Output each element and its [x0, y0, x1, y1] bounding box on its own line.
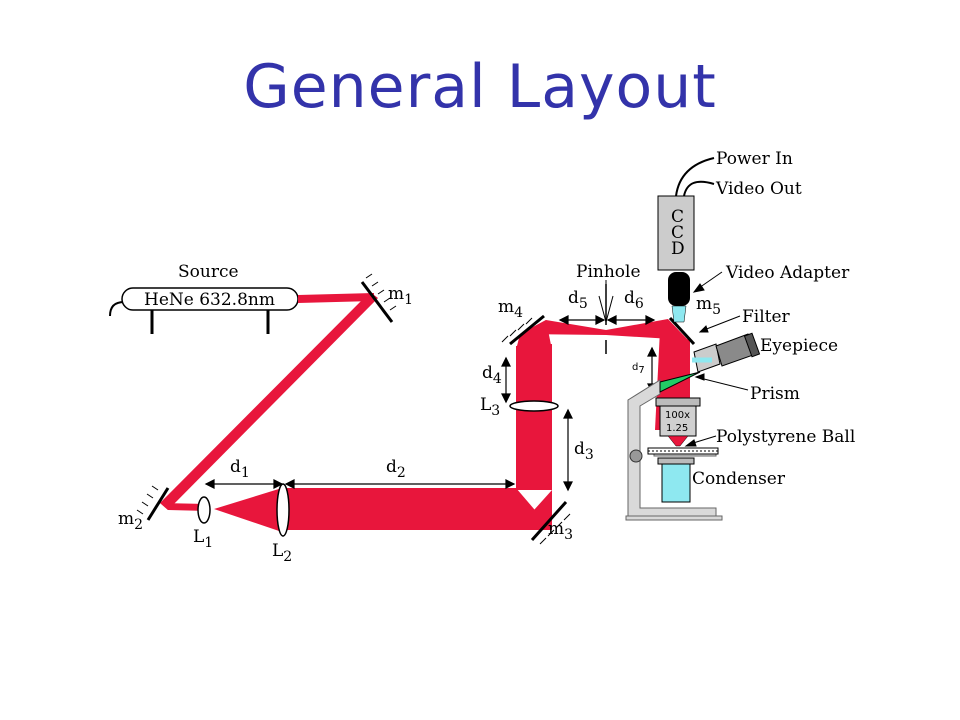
- ccd-letter-3: D: [671, 239, 685, 259]
- laser-label: HeNe 632.8nm: [144, 290, 275, 310]
- video-adapter-label: Video Adapter: [725, 263, 850, 283]
- mirror-m4: [501, 314, 545, 346]
- slide-title: General Layout: [243, 52, 717, 122]
- objective: [655, 397, 701, 447]
- symbol-d6: d6: [624, 288, 644, 312]
- lens-l1: [197, 496, 211, 524]
- condenser-label: Condenser: [692, 469, 786, 489]
- mirror-m1: [360, 273, 397, 323]
- stage: [647, 447, 719, 455]
- symbol-m2: m2: [118, 509, 143, 533]
- symbol-m3: m3: [548, 519, 573, 543]
- symbol-l2: L2: [272, 541, 292, 565]
- video-out-label: Video Out: [715, 179, 802, 199]
- prism: [659, 371, 701, 393]
- symbol-d1: d1: [230, 457, 250, 481]
- pinhole-label: Pinhole: [576, 262, 641, 282]
- filter-label: Filter: [742, 307, 791, 327]
- dimension-arrows: [204, 315, 657, 492]
- lens-l2: [276, 483, 290, 537]
- focus-knob: [629, 449, 643, 463]
- mirror-m3: [530, 500, 571, 545]
- symbol-m1: m1: [388, 284, 413, 308]
- symbol-d2: d2: [386, 457, 406, 481]
- symbol-d3: d3: [574, 439, 594, 463]
- power-in-label: Power In: [716, 149, 793, 169]
- mirror-m2: [136, 485, 170, 521]
- condenser: [661, 457, 691, 503]
- symbol-d5: d5: [568, 288, 588, 312]
- lens-l3: [509, 400, 559, 412]
- prism-label: Prism: [750, 384, 800, 404]
- laser-beam: [160, 292, 690, 532]
- symbol-m4: m4: [498, 297, 523, 321]
- objective-mag: 100x: [665, 410, 690, 421]
- symbol-d7: d7: [632, 362, 645, 376]
- eyepiece-label: Eyepiece: [760, 336, 838, 356]
- symbol-l3: L3: [480, 395, 500, 419]
- ccd-cable: [675, 157, 715, 197]
- polystyrene-ball-label: Polystyrene Ball: [716, 427, 855, 447]
- symbol-l1: L1: [193, 527, 213, 551]
- ccd-camera: [657, 195, 695, 323]
- source-label: Source: [178, 262, 239, 282]
- objective-na: 1.25: [666, 423, 688, 434]
- callout-lines: [605, 271, 749, 447]
- eyepiece: [693, 332, 761, 373]
- mirror-m5: [668, 316, 696, 346]
- symbol-m5: m5: [696, 294, 721, 318]
- ccd-letter-1: C: [671, 207, 684, 227]
- symbol-d4: d4: [482, 363, 502, 387]
- ccd-letter-2: C: [671, 223, 684, 243]
